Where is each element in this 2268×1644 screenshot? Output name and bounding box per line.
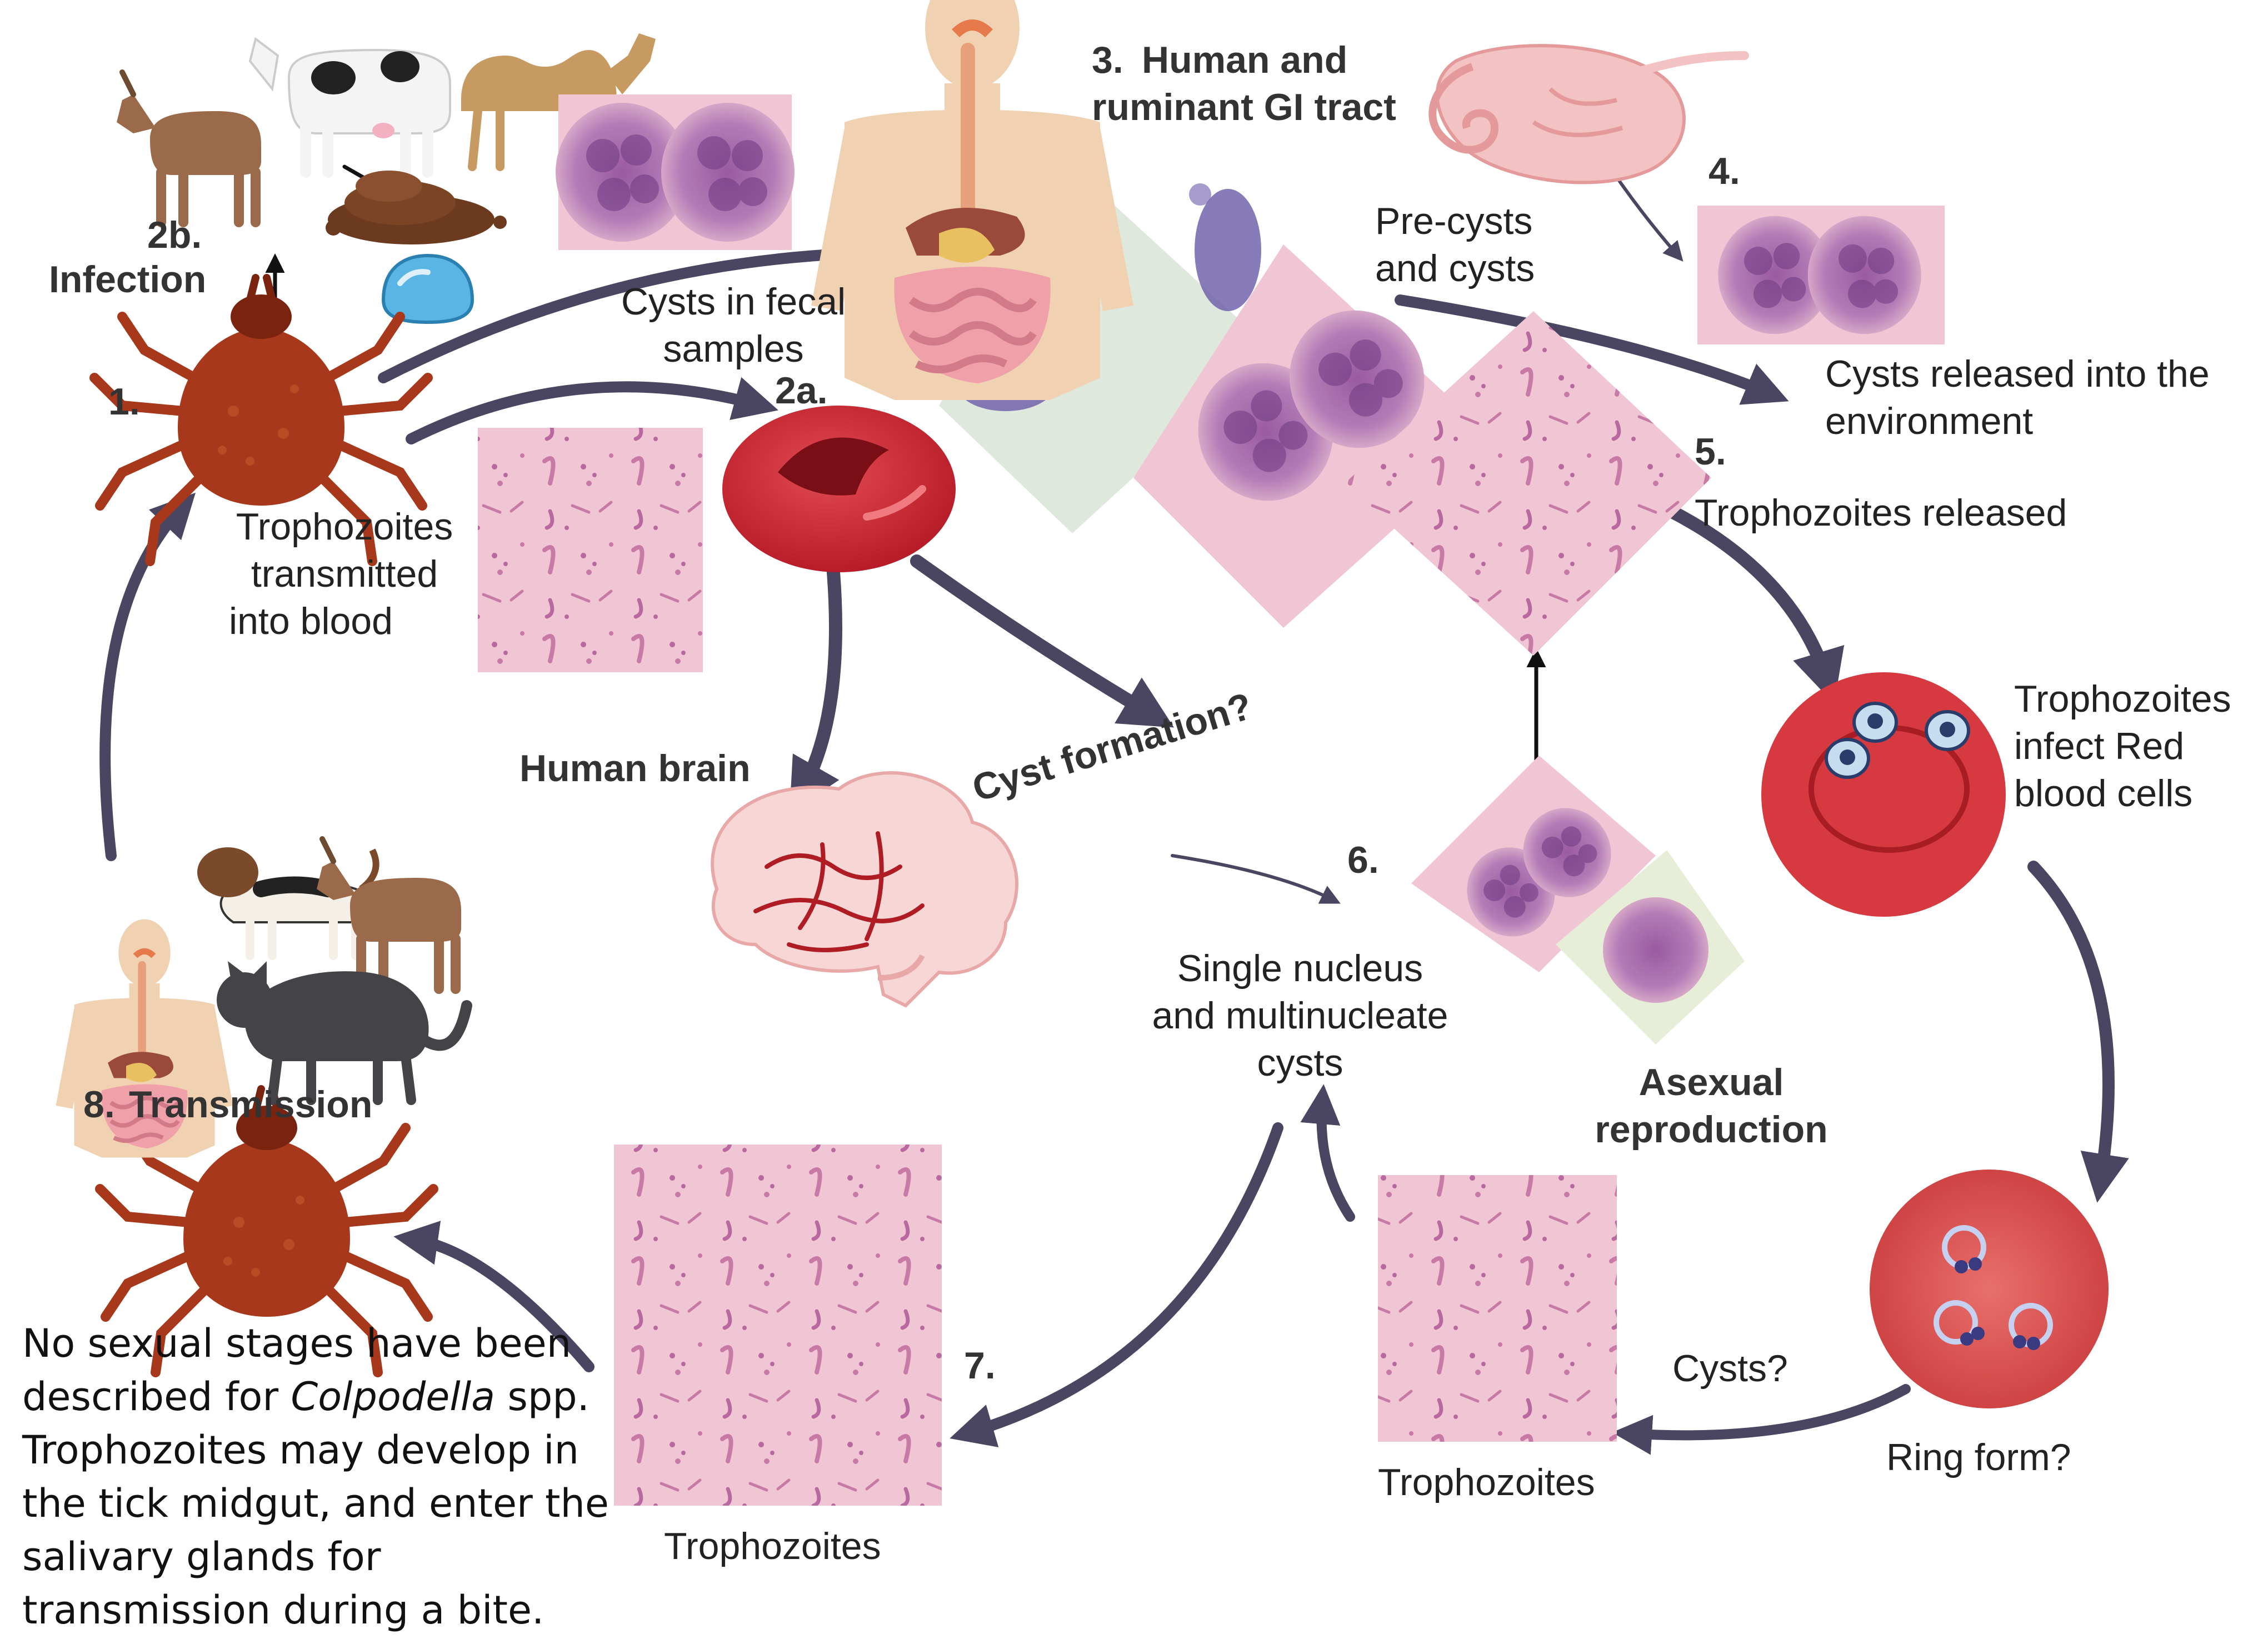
water-drop-icon <box>381 253 474 324</box>
single-nucleus-label-line1: Single nucleus <box>1177 947 1423 990</box>
trophozoite-parasite-icon <box>1825 702 1970 779</box>
step-6-label: 6. <box>1347 839 1379 881</box>
arrow-to-multinucleate <box>1300 1084 1355 1222</box>
micrograph-trophozoites-left <box>478 428 703 672</box>
step-3-label: 3. <box>1092 39 1123 81</box>
cysts-fecal-label-line1: Cysts in fecal <box>621 281 846 323</box>
feces-icon <box>326 171 507 244</box>
cat-icon <box>217 961 472 1105</box>
trophozoites-transmitted-label-line2: transmitted <box>251 553 438 595</box>
cysts-environment-label-line1: Cysts released into the <box>1825 353 2210 395</box>
note-line-2: described for Colpodella spp. <box>22 1374 590 1420</box>
arrow-tick-to-rbc <box>406 377 778 444</box>
step-4-label: 4. <box>1709 150 1740 192</box>
trophozoites-transmitted-label-line1: Trophozoites <box>236 506 453 548</box>
step-7-label: 7. <box>964 1345 996 1387</box>
ring-form-red-blood-cell <box>1870 1170 2109 1408</box>
trophozoites-released-label: Trophozoites released <box>1695 492 2067 534</box>
cysts-question-label: Cysts? <box>1672 1347 1788 1390</box>
micrograph-cyst-step4 <box>1697 206 1945 344</box>
micrograph-diamond-3 <box>1345 311 1711 656</box>
dog-icon <box>197 847 379 960</box>
micrograph-trophozoites-mid <box>1378 1175 1617 1442</box>
note-line-6: transmission during a bite. <box>22 1587 544 1633</box>
single-nucleus-label-line2: and multinucleate <box>1152 995 1448 1037</box>
human-brain-icon <box>711 771 1018 1008</box>
single-nucleus-label-line3: cysts <box>1257 1042 1343 1084</box>
human-brain-label: Human brain <box>519 747 751 789</box>
micrograph-asexual <box>1411 756 1745 1045</box>
note-line-4: the tick midgut, and enter the <box>22 1481 609 1526</box>
infection-label: Infection <box>49 258 207 301</box>
arrow-to-tick <box>393 1221 595 1372</box>
micrograph-trophozoites-bottom <box>614 1145 942 1506</box>
red-blood-cell-2a <box>722 406 956 572</box>
arrow-transmission-to-tick <box>99 492 196 861</box>
genus-name: Colpodella <box>291 1374 496 1420</box>
human-ruminant-label-line1: Human and <box>1142 39 1348 81</box>
transmission-label: Transmission <box>129 1083 373 1126</box>
note-line-3: Trophozoites may develop in <box>22 1427 579 1473</box>
cysts-fecal-label-line2: samples <box>663 328 804 370</box>
arrow-to-environment <box>1395 294 1789 405</box>
arrow-rbc-to-brain <box>789 566 842 813</box>
asexual-reproduction-label-line1: Asexual <box>1638 1061 1784 1103</box>
arrow-rbc-to-cyst-formation <box>910 554 1175 728</box>
step-8-label: 8. <box>83 1083 115 1126</box>
asexual-reproduction-label-line2: reproduction <box>1595 1108 1828 1151</box>
cow-icon <box>248 37 451 178</box>
step-5-label: 5. <box>1695 431 1726 473</box>
pre-cysts-label-line2: and cysts <box>1375 247 1535 289</box>
trophozoites-infect-label-line2: infect Red <box>2014 725 2185 767</box>
arrow-cyst-formation-to-cysts <box>1171 854 1341 904</box>
arrow-ring-to-trophozoites <box>1612 1384 1911 1455</box>
trophozoites-bottom-label: Trophozoites <box>664 1525 881 1567</box>
human-ruminant-label-line2: ruminant GI tract <box>1092 86 1396 128</box>
step-2b-label: 2b. <box>147 214 202 256</box>
note-line-1: No sexual stages have been <box>22 1321 572 1366</box>
arrow-to-step7 <box>950 1122 1283 1447</box>
arrow-tick-to-gi <box>378 231 885 383</box>
trophozoites-transmitted-label-line3: into blood <box>229 600 393 642</box>
step-1-label: 1. <box>108 381 140 423</box>
trophozoites-infect-label-line3: blood cells <box>2014 772 2193 814</box>
ring-form-label: Ring form? <box>1886 1436 2071 1478</box>
step-2a-label: 2a. <box>775 369 828 412</box>
pre-cysts-label-line1: Pre-cysts <box>1375 200 1533 242</box>
trophozoites-mid-label: Trophozoites <box>1378 1461 1595 1503</box>
note-line-5: salivary glands for <box>22 1534 381 1580</box>
cysts-environment-label-line2: environment <box>1825 400 2034 442</box>
micrograph-diamond-2 <box>1133 244 1495 628</box>
infected-red-blood-cell <box>1761 672 2006 917</box>
ruminant-gi-tract-icon <box>1428 44 1749 184</box>
trophozoites-infect-label-line1: Trophozoites <box>2014 678 2231 720</box>
micrograph-cyst-top <box>556 94 795 250</box>
goat-icon <box>117 72 261 222</box>
arrow-to-ring-form <box>2027 861 2129 1203</box>
